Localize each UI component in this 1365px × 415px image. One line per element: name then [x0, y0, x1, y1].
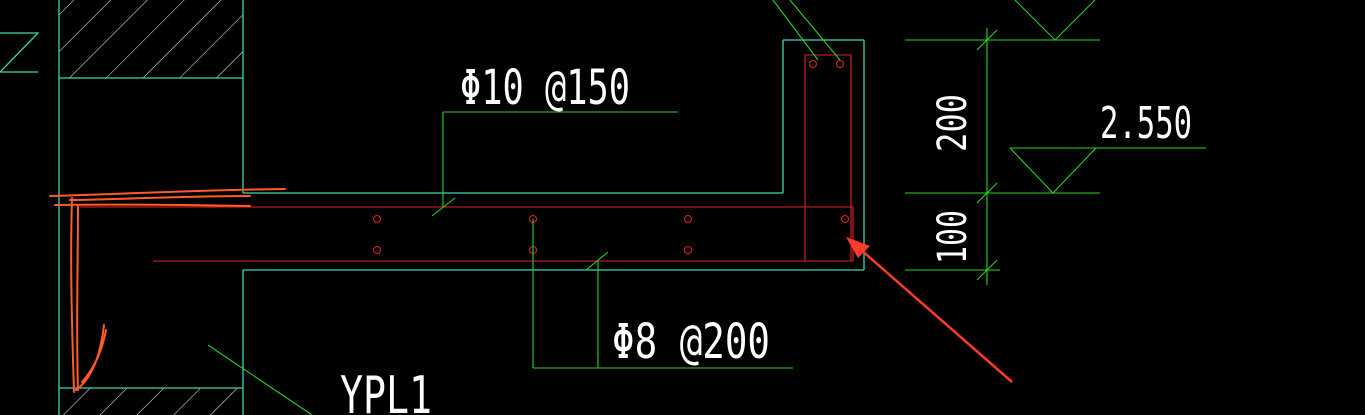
annotation-sketch [49, 188, 286, 393]
leader-lines [207, 0, 841, 415]
rebar-lines [80, 54, 854, 262]
rebar-dot [372, 214, 382, 224]
elevation-label: 2.550 [1100, 98, 1192, 149]
top-rebar-label: Φ10 @150 [460, 60, 630, 116]
hatched-column-bottom [59, 388, 243, 415]
concrete-outline [0, 0, 865, 415]
rebar-dot [840, 214, 850, 224]
rebar-dot [835, 59, 845, 69]
dimension-100-label: 100 [930, 210, 976, 264]
rebar-dot [372, 245, 382, 255]
hatched-column-top [59, 0, 243, 78]
callout-arrow [846, 237, 1013, 383]
rebar-dot [683, 245, 693, 255]
rebar-dot [683, 214, 693, 224]
dimension-lines [905, 0, 1206, 285]
rebar-dots [372, 59, 850, 255]
rebar-dot [808, 59, 818, 69]
beam-name-label: YPL1 [340, 366, 432, 415]
dimension-200-label: 200 [930, 94, 976, 152]
bottom-rebar-label: Φ8 @200 [612, 314, 770, 370]
